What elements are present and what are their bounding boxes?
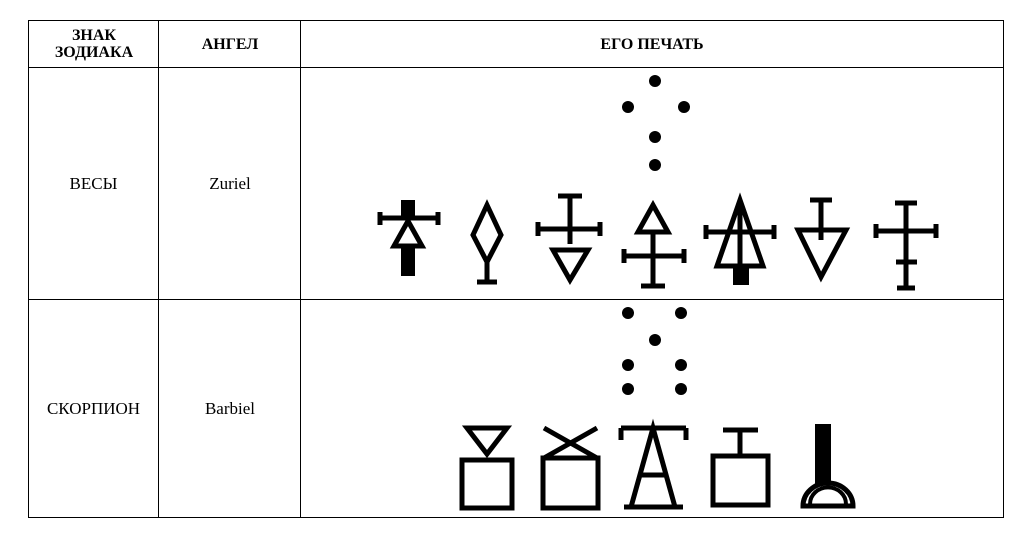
sign-cell-scorpio: СКОРПИОН — [46, 399, 141, 418]
row-divider — [29, 299, 1003, 300]
sign-cell-libra: ВЕСЫ — [69, 174, 118, 193]
seal-glyph — [540, 425, 601, 511]
column-divider — [300, 21, 301, 517]
seal-libra-zuriel — [377, 75, 939, 291]
column-divider — [158, 21, 159, 517]
seal-glyph — [800, 424, 856, 509]
seal-glyph — [710, 427, 771, 508]
seal-glyph — [621, 199, 687, 289]
seal-glyph — [873, 200, 939, 291]
seal-glyph — [618, 418, 689, 510]
header-sign: ЗНАК ЗОДИАКА — [54, 27, 134, 61]
seal-glyph — [703, 192, 777, 285]
header-divider — [29, 67, 1003, 68]
seal-glyph — [793, 197, 851, 283]
seal-dots — [622, 307, 687, 395]
header-angel: АНГЕЛ — [201, 35, 259, 53]
angel-cell-zuriel: Zuriel — [209, 174, 251, 193]
angel-cell-barbiel: Barbiel — [204, 399, 256, 418]
header-seal: ЕГО ПЕЧАТЬ — [600, 35, 704, 53]
zodiac-angels-table: ЗНАК ЗОДИАКА АНГЕЛ ЕГО ПЕЧАТЬ ВЕСЫ Zurie… — [28, 20, 1004, 518]
seal-scorpio-barbiel — [459, 307, 856, 511]
seal-dots — [622, 75, 690, 171]
seal-glyph — [535, 193, 603, 285]
seal-glyph — [470, 199, 504, 285]
seal-glyph — [459, 425, 515, 511]
seal-glyph — [377, 200, 441, 276]
